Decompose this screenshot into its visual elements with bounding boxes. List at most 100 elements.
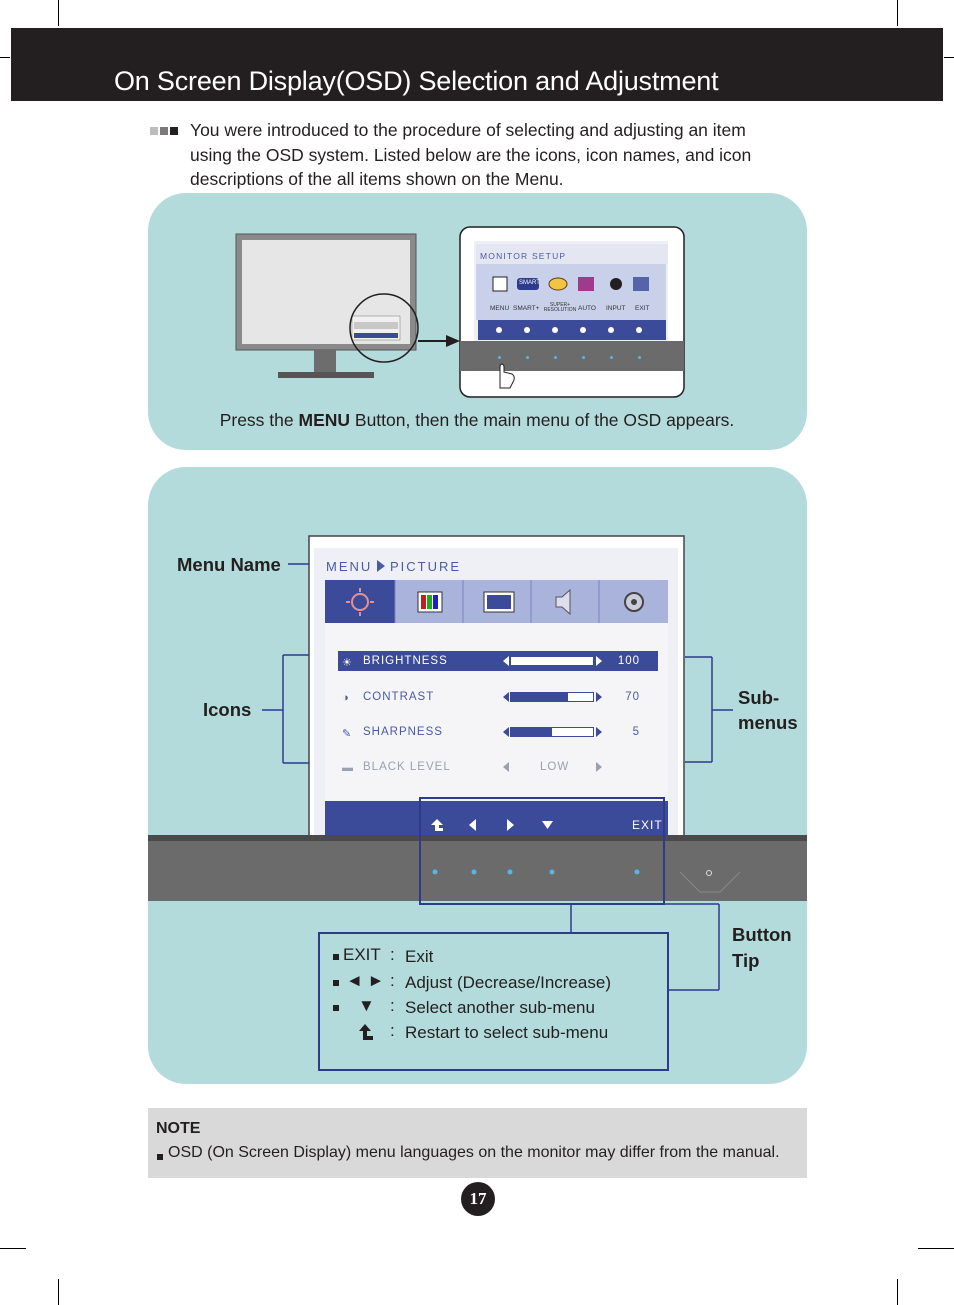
submenu-row-value: LOW [540, 761, 570, 773]
submenu-row-label[interactable]: BLACK LEVEL [363, 761, 451, 773]
intro-line: using the OSD system. Listed below are t… [190, 144, 752, 165]
color-bars-icon [417, 591, 443, 613]
osd-exit-label: EXIT [632, 818, 663, 832]
intro-line: You were introduced to the procedure of … [190, 120, 746, 140]
osd-label-input: INPUT [606, 305, 626, 312]
osd-menu-label: MENU [326, 559, 373, 574]
crop-mark [897, 0, 898, 26]
page-header: On Screen Display(OSD) Selection and Adj… [11, 28, 943, 101]
down-arrow-icon [542, 821, 553, 829]
tip-description: Adjust (Decrease/Increase) [405, 973, 611, 992]
osd-detail-illustration [148, 535, 807, 991]
crop-mark [0, 57, 10, 58]
crop-mark [918, 1248, 954, 1249]
icons-label: Icons [203, 699, 252, 720]
page-number: 17 [461, 1182, 495, 1216]
osd-label-exit: EXIT [635, 305, 650, 312]
monitor-illustration [235, 226, 685, 398]
display-icon [483, 591, 515, 613]
monitor-button[interactable] [497, 356, 501, 359]
submenu-slider[interactable] [510, 692, 594, 702]
caption-pre: Press the [219, 410, 299, 430]
button-tip-label-1: Button [732, 924, 792, 945]
submenu-row-icon: ◑ [342, 692, 349, 704]
submenu-slider[interactable] [510, 727, 594, 737]
crop-mark [944, 57, 954, 58]
osd-title-small: MONITOR SETUP [480, 251, 567, 261]
decrease-arrow-icon[interactable] [503, 727, 509, 737]
button-tip-box [318, 932, 669, 1071]
osd-label-menu: MENU [490, 305, 510, 312]
speaker-icon [555, 588, 571, 616]
brightness-sun-icon [346, 588, 374, 616]
monitor-button[interactable] [581, 356, 585, 359]
submenu-slider-fill [511, 728, 552, 736]
osd-dot [496, 327, 502, 333]
submenu-row-icon: ▬ [342, 762, 353, 774]
crop-mark [897, 1279, 898, 1305]
submenu-slider-fill [511, 693, 569, 701]
intro-text: You were introduced to the procedure of … [190, 118, 790, 192]
submenu-row-label[interactable]: SHARPNESS [363, 726, 443, 738]
right-arrow-icon [507, 819, 514, 831]
caption-post: Button, then the main menu of the OSD ap… [350, 410, 735, 430]
increase-arrow-icon[interactable] [596, 656, 602, 666]
top-caption: Press the MENU Button, then the main men… [0, 410, 954, 431]
submenu-row-label[interactable]: CONTRAST [363, 691, 435, 703]
tip-separator: : [390, 996, 395, 1015]
tip-key: ◄ ► [346, 971, 385, 990]
submenu-row-icon: ✎ [342, 728, 352, 740]
intro-line: descriptions of the all items shown on t… [190, 169, 564, 189]
osd-label-smart: SMART+ [513, 305, 540, 312]
decrease-arrow-icon[interactable] [503, 656, 509, 666]
tip-description: Select another sub-menu [405, 998, 595, 1017]
submenus-label-2: menus [738, 712, 798, 733]
return-arrow-icon [358, 1023, 374, 1041]
increase-arrow-icon[interactable] [596, 692, 602, 702]
decrease-arrow-icon[interactable] [503, 692, 509, 702]
osd-dot [580, 327, 586, 333]
caption-menu: MENU [298, 410, 351, 430]
left-arrow-icon [469, 819, 476, 831]
osd-dot [608, 327, 614, 333]
tip-bullet [333, 954, 339, 960]
osd-label-super-resolution: SUPER+ RESOLUTION [543, 302, 577, 313]
monitor-button[interactable] [553, 356, 557, 359]
submenu-row-value: 100 [617, 655, 640, 667]
submenu-row-value: 70 [625, 691, 640, 703]
decrease-arrow-icon[interactable] [503, 762, 509, 772]
tip-bullet [333, 980, 339, 986]
submenu-slider[interactable] [510, 656, 594, 666]
chevron-right-icon [377, 560, 385, 572]
crop-mark [58, 0, 59, 26]
osd-dot [552, 327, 558, 333]
submenu-slider-fill [511, 657, 593, 665]
intro-bullet-icon [150, 127, 178, 135]
button-tip-label-2: Tip [732, 950, 760, 971]
note-text: OSD (On Screen Display) menu languages o… [168, 1144, 780, 1161]
increase-arrow-icon[interactable] [596, 762, 602, 772]
osd-section-label: PICTURE [390, 559, 462, 574]
tip-key: EXIT [343, 945, 381, 964]
monitor-button[interactable] [609, 356, 613, 359]
tip-separator: : [390, 971, 395, 990]
submenus-label-1: Sub- [738, 687, 780, 708]
submenu-row-value: 5 [632, 726, 640, 738]
gear-icon [624, 592, 644, 612]
note-bullet [157, 1154, 163, 1160]
osd-smart-badge: SMART [519, 280, 540, 286]
monitor-button[interactable] [525, 356, 529, 359]
osd-dot [524, 327, 530, 333]
submenu-row-label[interactable]: BRIGHTNESS [363, 655, 448, 667]
osd-dot [636, 327, 642, 333]
note-title: NOTE [156, 1120, 201, 1137]
page-title: On Screen Display(OSD) Selection and Adj… [114, 66, 719, 96]
osd-label-auto: AUTO [578, 305, 596, 312]
menu-name-label: Menu Name [177, 554, 281, 575]
crop-mark [58, 1279, 59, 1305]
monitor-button[interactable] [637, 356, 641, 359]
tip-separator: : [390, 1021, 395, 1040]
increase-arrow-icon[interactable] [596, 727, 602, 737]
tip-separator: : [390, 945, 395, 964]
tip-description: Restart to select sub-menu [405, 1023, 609, 1042]
